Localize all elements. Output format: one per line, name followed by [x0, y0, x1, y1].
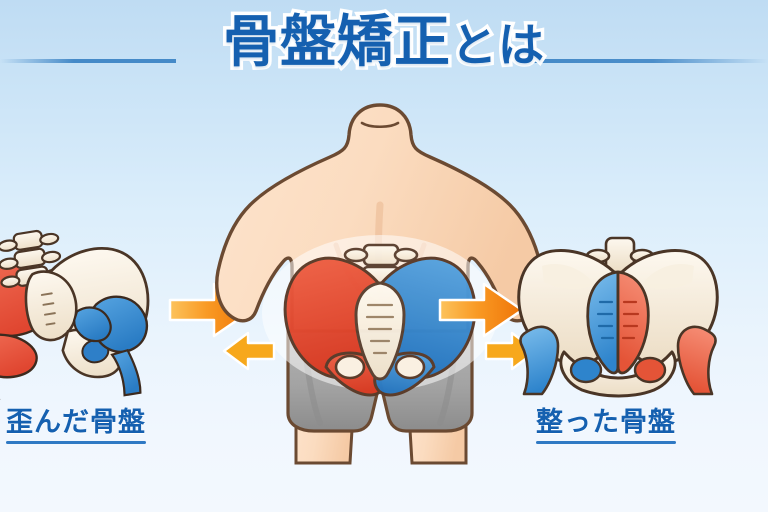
right-pelvis-iliac-fossa-left [542, 264, 594, 290]
caption-distorted-pelvis-text: 歪んだ骨盤 [6, 407, 146, 437]
right-pelvis-pubic-arch [559, 350, 677, 398]
transition-arrow-right [438, 282, 524, 338]
sacral-foramina [40, 292, 56, 326]
neck-crease [360, 121, 400, 129]
right-obturator-blue [569, 356, 603, 384]
title-rule-left [0, 59, 176, 63]
right-femur-blue [519, 325, 560, 396]
right-femur-red [676, 325, 717, 396]
distorted-pelvis-illustration [0, 229, 150, 400]
spread-arrow-left [222, 331, 276, 371]
overlay-sacrum [354, 281, 406, 381]
overlay-sacral-lines [365, 303, 395, 355]
right-sacral-lines-blue [596, 300, 615, 340]
caption-aligned-pelvis-text: 整った骨盤 [536, 407, 676, 437]
right-pelvis-sacrum-red [616, 270, 650, 375]
caption-underline-right [536, 441, 676, 444]
right-pelvis-sacrum-blue [586, 270, 620, 375]
overlay-pelvis [262, 235, 498, 397]
overlay-obturator-right [394, 354, 426, 380]
right-sacral-lines-red [621, 300, 640, 340]
title-rule-right [528, 59, 768, 63]
person-back-view-illustration [215, 103, 545, 465]
pelvis-left-blue-acetabulum [73, 306, 112, 343]
caption-underline-left [6, 441, 146, 444]
aligned-pelvis-illustration [517, 236, 719, 398]
right-obturator-red [633, 356, 667, 384]
caption-aligned-pelvis: 整った骨盤 [536, 400, 676, 444]
pelvis-left-red-femur [0, 374, 2, 400]
pelvis-left-blue-femur [110, 348, 142, 397]
page-title-main: 骨盤矯正 [220, 10, 454, 73]
right-pelvis-iliac-fossa-right [642, 264, 694, 290]
page-title: 骨盤矯正とは [0, 10, 768, 73]
overlay-obturator-left [334, 354, 366, 380]
pelvis-left-red-ischium [0, 333, 38, 379]
caption-distorted-pelvis: 歪んだ骨盤 [6, 400, 146, 444]
page-title-tail: とは [448, 19, 548, 72]
